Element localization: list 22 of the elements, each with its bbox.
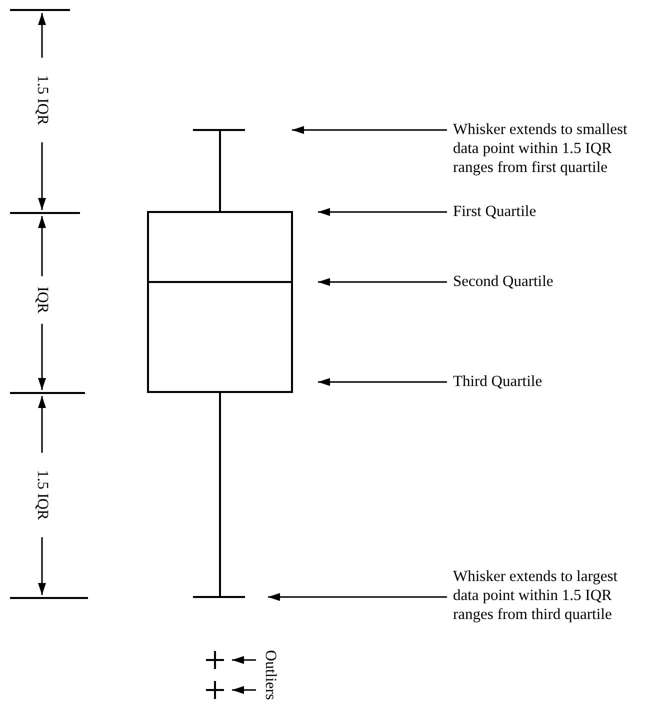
- leader-arrow: [268, 593, 447, 601]
- annotation-text: Second Quartile: [453, 272, 633, 291]
- leader-arrow: [318, 378, 447, 386]
- whisker-line: [219, 392, 221, 597]
- annotation-text: Whisker extends to largest data point within 1.5 IQR ranges from third quartile: [453, 567, 639, 624]
- leader-arrow: [232, 656, 256, 664]
- leader-arrow: [292, 126, 447, 134]
- annotation-text: Whisker extends to smallest data point within 1.5 IQR ranges from first quartile: [453, 120, 639, 177]
- leader-arrow: [318, 278, 447, 286]
- whisker-line: [219, 130, 221, 212]
- dimension-label: IQR: [34, 286, 50, 314]
- outlier-marker: [205, 680, 225, 700]
- whisker-cap: [193, 129, 245, 131]
- dimension-label: 1.5 IQR: [34, 470, 50, 520]
- whisker-cap: [193, 596, 245, 598]
- leader-arrow: [232, 686, 256, 694]
- quartile-box: [147, 211, 293, 393]
- annotation-text: First Quartile: [453, 202, 633, 221]
- leader-arrow: [318, 208, 447, 216]
- outlier-marker: [205, 650, 225, 670]
- dimension-label: 1.5 IQR: [34, 75, 50, 125]
- annotation-text: Third Quartile: [453, 372, 633, 391]
